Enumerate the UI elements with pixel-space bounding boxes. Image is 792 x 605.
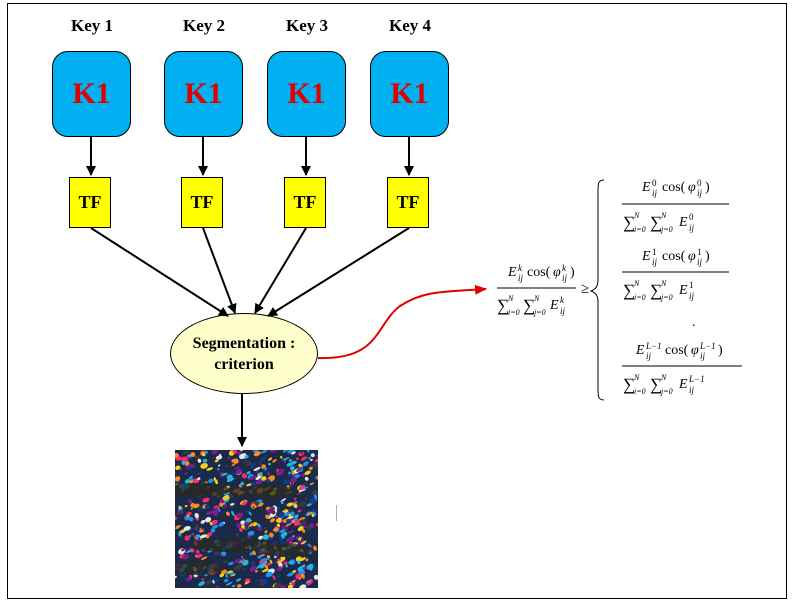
arrow-tf2-seg (202, 227, 237, 314)
key-label-3: Key 3 (285, 16, 329, 35)
tf-box-1: TF (69, 177, 111, 228)
arrow-tf3-seg (254, 227, 307, 314)
small-mark (336, 505, 337, 521)
arrow-tf4-seg (267, 227, 410, 317)
key-box-3: K1 (267, 51, 346, 137)
segmentation-line-1: Segmentation : (192, 334, 296, 352)
key-box-2: K1 (164, 51, 243, 137)
tf-box-2: TF (181, 177, 223, 228)
tf-box-4: TF (387, 177, 429, 228)
red-curve-arrow (317, 284, 487, 360)
key-label-4: Key 4 (388, 16, 432, 35)
key-box-4: K1 (370, 51, 449, 137)
segmentation-criterion-node: Segmentation : criterion (170, 313, 318, 394)
key-box-1: K1 (52, 51, 131, 137)
segmented-texture-image (175, 450, 318, 588)
arrow-tf1-seg (90, 227, 229, 317)
segmentation-line-2: criterion (214, 355, 274, 373)
key-label-2: Key 2 (182, 16, 226, 35)
diagram-frame (7, 3, 787, 599)
tf-box-3: TF (284, 177, 326, 228)
key-label-1: Key 1 (70, 16, 114, 35)
